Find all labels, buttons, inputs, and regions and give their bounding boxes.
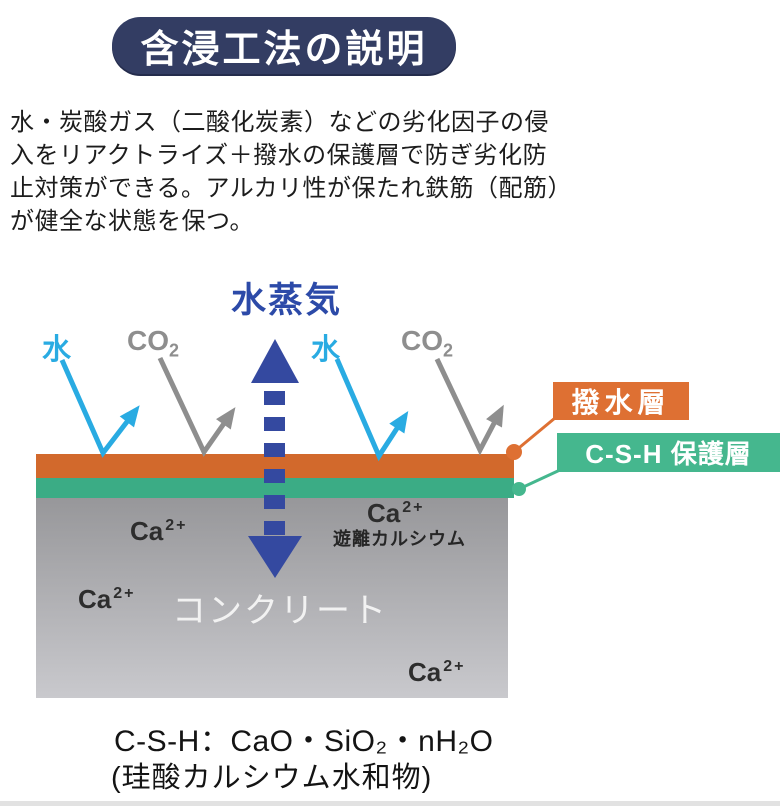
vapor-arrow-dash [264, 495, 285, 509]
csh-protective-layer [36, 478, 514, 498]
csh-layer-callout: C-S-H 保護層 [557, 433, 780, 472]
water-bounce-arrow-left [59, 358, 140, 458]
water-vapor-label: 水蒸気 [231, 281, 343, 320]
repellent-layer-callout: 撥水層 [553, 382, 689, 420]
co2-bounce-arrow-left [157, 356, 236, 457]
water-label-right: 水 [311, 334, 341, 366]
free-calcium-label: 遊離カルシウム [333, 529, 466, 549]
description-line: 止対策ができる。アルカリ性が保たれ鉄筋（配筋） [10, 175, 573, 202]
bottom-edge-strip [0, 801, 780, 806]
co2-label-right: CO2 [401, 325, 454, 361]
co2-bounce-arrow-right [434, 357, 504, 456]
page-title: 含浸工法の説明 [140, 29, 428, 71]
description-line: が健全な状態を保つ。 [10, 208, 255, 235]
repellent-layer-callout-label: 撥水層 [571, 387, 671, 418]
vapor-arrow-up-head [251, 339, 299, 383]
vapor-arrow-dash [264, 443, 285, 457]
description-text: 水・炭酸ガス（二酸化炭素）などの劣化因子の侵 入をリアクトライズ＋撥水の保護層で… [10, 106, 610, 238]
description-line: 入をリアクトライズ＋撥水の保護層で防ぎ劣化防 [10, 142, 548, 169]
water-bounce-arrow-right [334, 358, 409, 462]
title-banner: 含浸工法の説明 [112, 17, 456, 74]
csh-formula-japanese: (珪酸カルシウム水和物) [111, 762, 433, 794]
concrete-label: コンクリート [172, 592, 388, 630]
csh-formula: C-S-H：CaO・SiO₂・nH₂O [114, 725, 494, 758]
description-line: 水・炭酸ガス（二酸化炭素）などの劣化因子の侵 [10, 109, 549, 136]
vapor-arrow-dash [264, 417, 285, 431]
csh-callout-dot [512, 482, 526, 496]
vapor-arrow-down-head [248, 536, 302, 578]
csh-layer-callout-label: C-S-H 保護層 [585, 439, 752, 469]
repellent-callout-connector [513, 416, 556, 454]
csh-callout-connector [518, 468, 561, 491]
vapor-arrow-dash [264, 391, 285, 405]
vapor-arrow-dash [264, 521, 285, 535]
co2-label-left: CO2 [127, 325, 180, 361]
vapor-arrow-dash [264, 469, 285, 483]
water-label-left: 水 [42, 334, 72, 366]
